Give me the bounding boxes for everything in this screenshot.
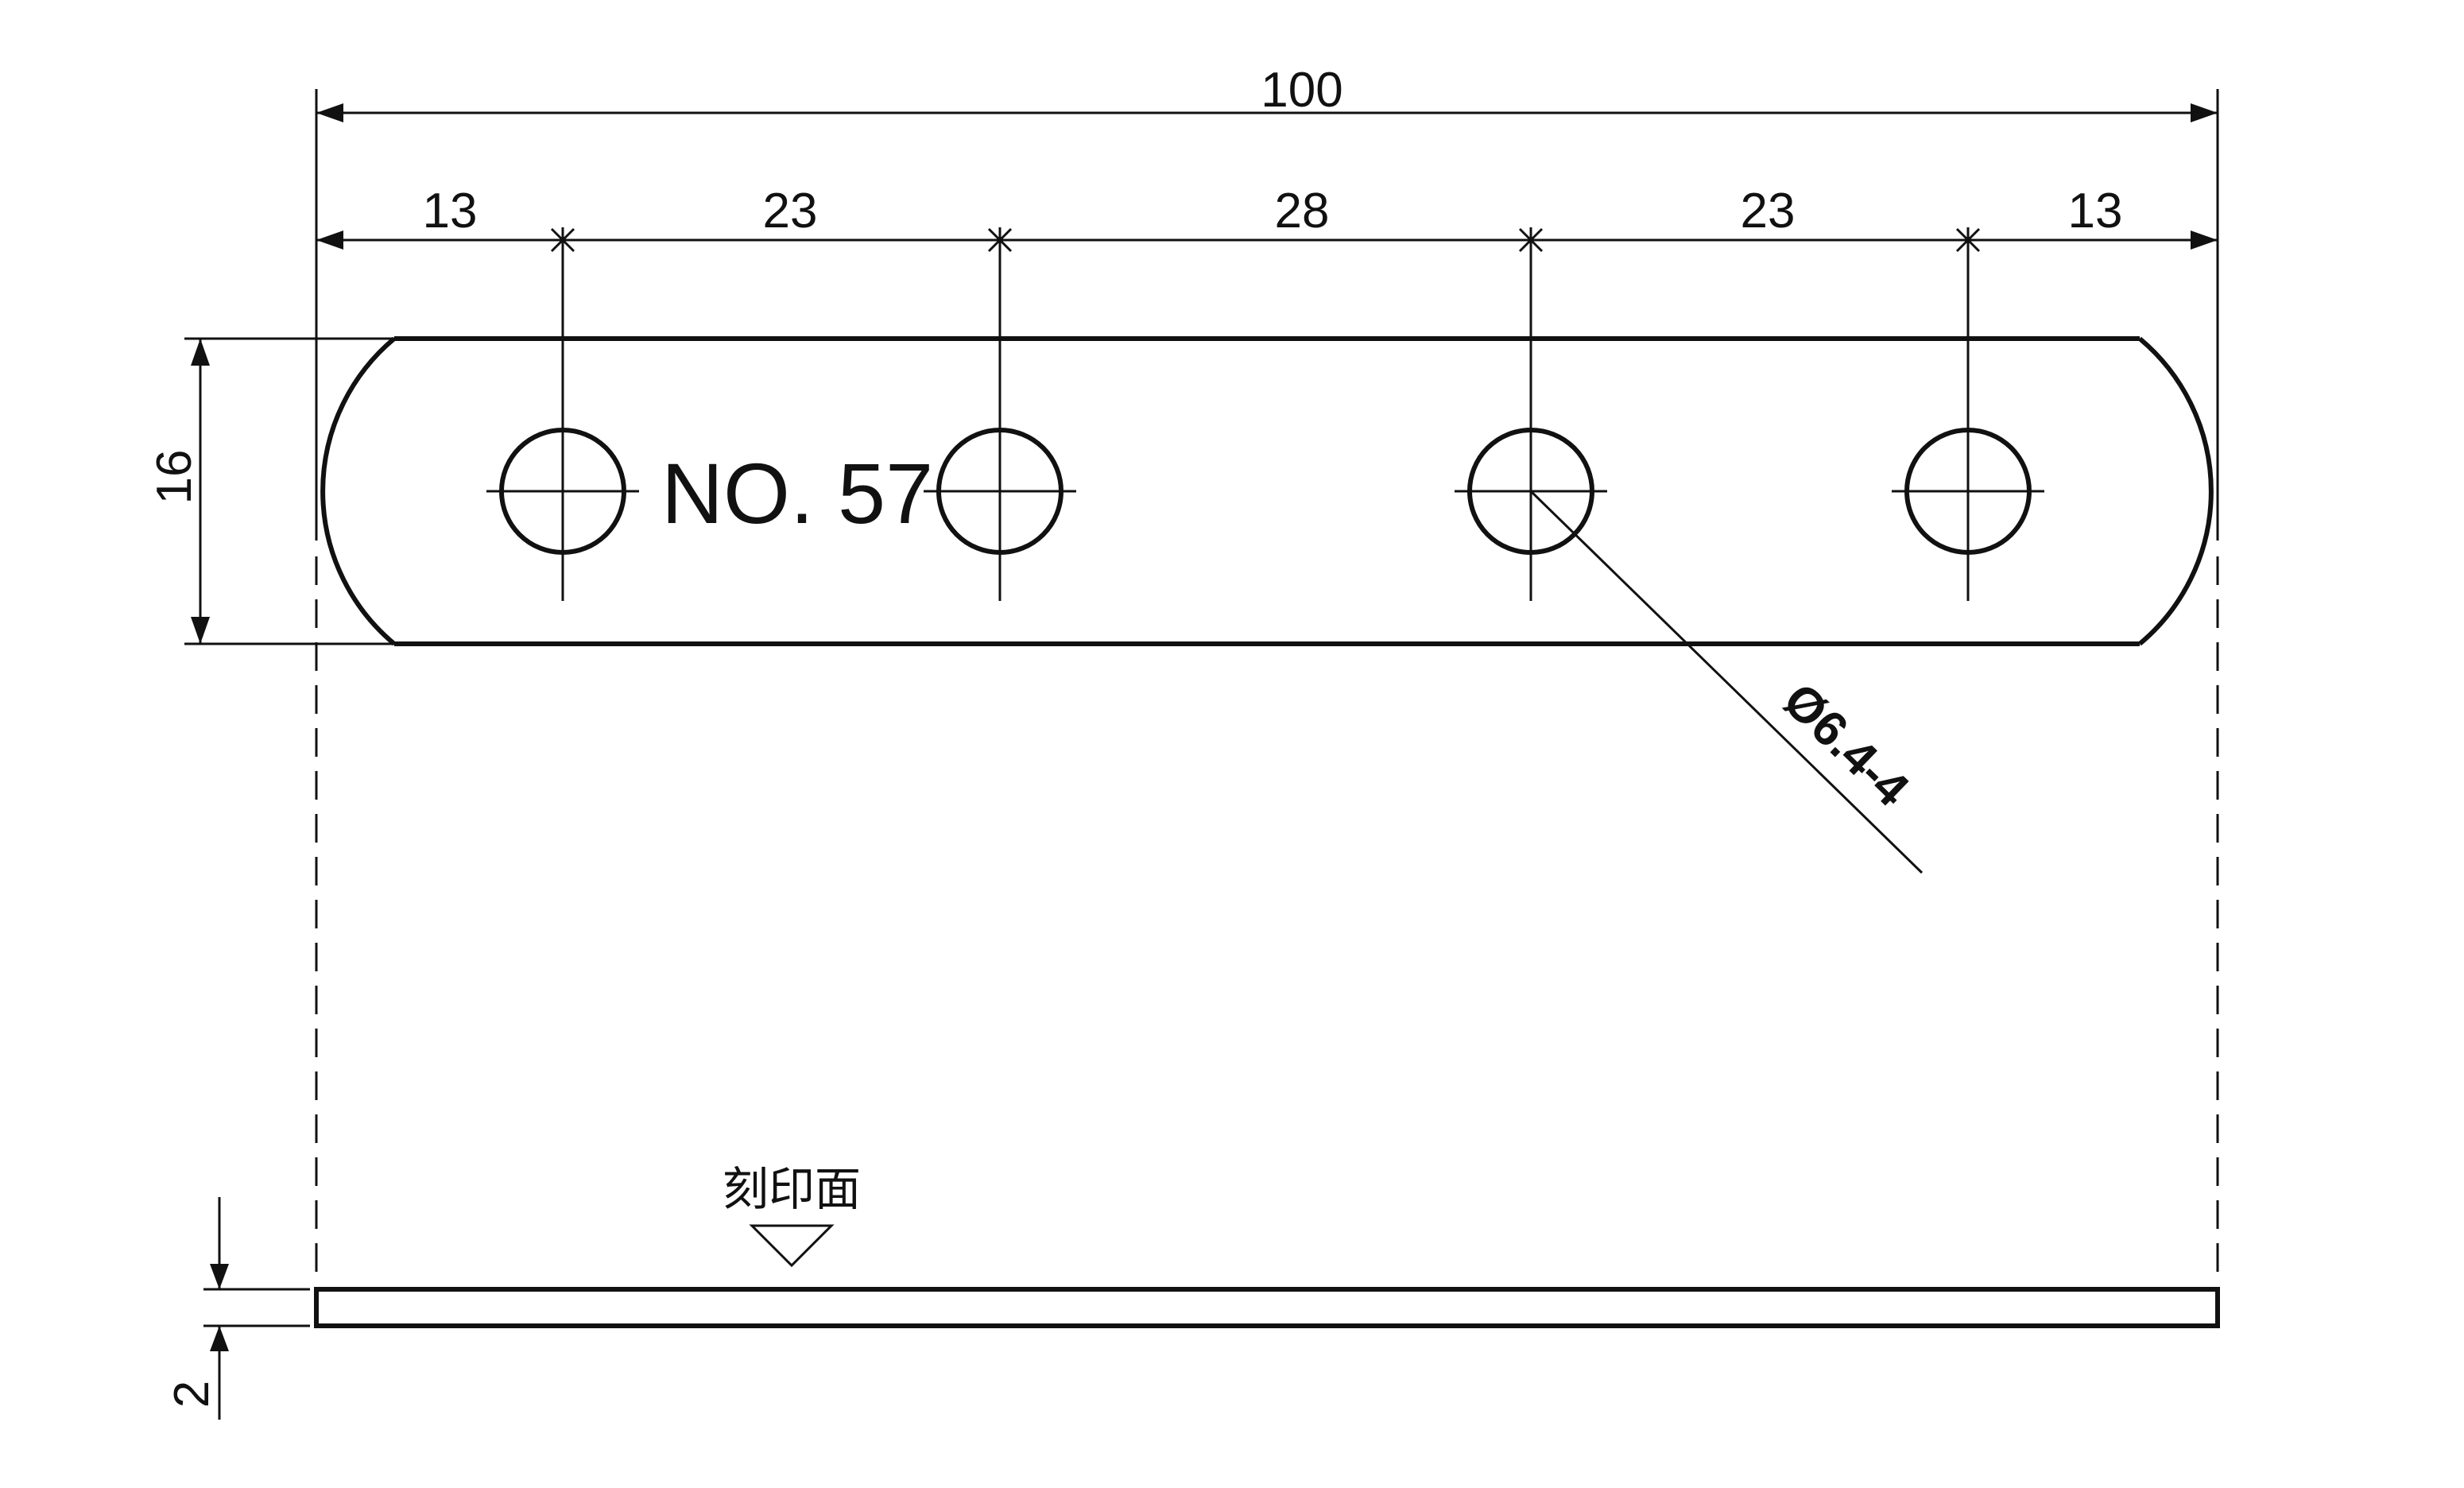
arrowhead-bottom [210, 1326, 229, 1351]
arrowhead-top [210, 1264, 229, 1289]
dimension-tick [550, 227, 575, 253]
dimension-value-overall: 100 [1261, 63, 1342, 118]
plate-side-rect [314, 1287, 2220, 1328]
hole-callout-text: Ø6.4-4 [1772, 672, 1920, 817]
dimension-value-spacing-3: 28 [1275, 184, 1330, 238]
stamp-face-label: 刻印面 [723, 1162, 861, 1216]
dimension-tick [1518, 227, 1544, 253]
arrowhead-bottom [191, 617, 210, 644]
plate-left-arc [320, 336, 396, 646]
dimension-value-width: 16 [147, 450, 202, 505]
plate-top-view [320, 336, 2214, 646]
stamp-text: NO. 57 [661, 445, 933, 541]
dimension-overall-length: 100 [316, 63, 2218, 122]
stamp-face-indicator: 刻印面 [723, 1162, 861, 1268]
dimension-tick [1955, 227, 1981, 253]
dimension-value-spacing-5: 13 [2068, 184, 2123, 238]
dimension-hole-spacing: 13 23 28 23 13 [316, 184, 2218, 253]
surface-triangle-icon [749, 1224, 835, 1268]
plate-side-view [314, 1287, 2220, 1328]
hole-4 [1892, 227, 2044, 601]
dimension-thickness: 2 [165, 1197, 310, 1420]
dimension-tick [987, 227, 1013, 253]
dimension-value-spacing-4: 23 [1741, 184, 1796, 238]
hole-callout: Ø6.4-4 [1529, 490, 1924, 874]
leader-line [1529, 490, 1924, 874]
dimension-width: 16 [147, 337, 397, 645]
dimension-value-spacing-1: 13 [423, 184, 478, 238]
dimension-value-spacing-2: 23 [763, 184, 818, 238]
dimension-value-thickness: 2 [165, 1381, 219, 1408]
arrowhead-right [2191, 103, 2218, 122]
arrowhead-right [2191, 231, 2218, 250]
arrowhead-top [191, 339, 210, 366]
arrowhead-left [316, 103, 343, 122]
arrowhead-left [316, 231, 343, 250]
hole-1 [486, 227, 639, 601]
plate-right-arc [2138, 336, 2214, 646]
hole-2 [924, 227, 1076, 601]
